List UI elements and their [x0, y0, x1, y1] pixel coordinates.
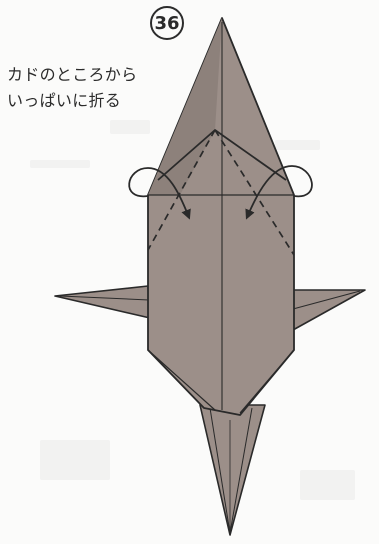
right-wing-crease	[292, 290, 361, 310]
instruction-line-2: いっぱいに折る	[7, 91, 122, 110]
top-left-facet	[148, 18, 222, 195]
valley-fold-left	[147, 129, 216, 251]
curved-arrow-down-right-icon	[128, 167, 191, 220]
fold-instruction: カドのところから いっぱいに折る	[7, 62, 187, 114]
right-wing-flap	[292, 289, 366, 331]
left-wing-crease	[59, 295, 150, 301]
tail-point	[199, 404, 266, 536]
bleed-through-mark	[30, 160, 90, 168]
instruction-line-1: カドのところから	[7, 65, 138, 84]
bottom-inner-edge-left	[147, 349, 216, 411]
valley-fold-right	[214, 129, 295, 256]
tail-crease-left	[209, 407, 231, 534]
bottom-inner-edge-right	[239, 349, 295, 414]
bleed-through-mark	[40, 440, 110, 480]
left-wing-flap	[54, 285, 151, 319]
tail-crease-right	[229, 407, 253, 534]
bleed-through-mark	[275, 140, 320, 150]
bleed-through-mark	[300, 470, 355, 500]
step-number-badge: 36	[150, 6, 184, 40]
bleed-through-mark	[110, 120, 150, 134]
curved-arrow-down-left-icon	[245, 165, 313, 220]
